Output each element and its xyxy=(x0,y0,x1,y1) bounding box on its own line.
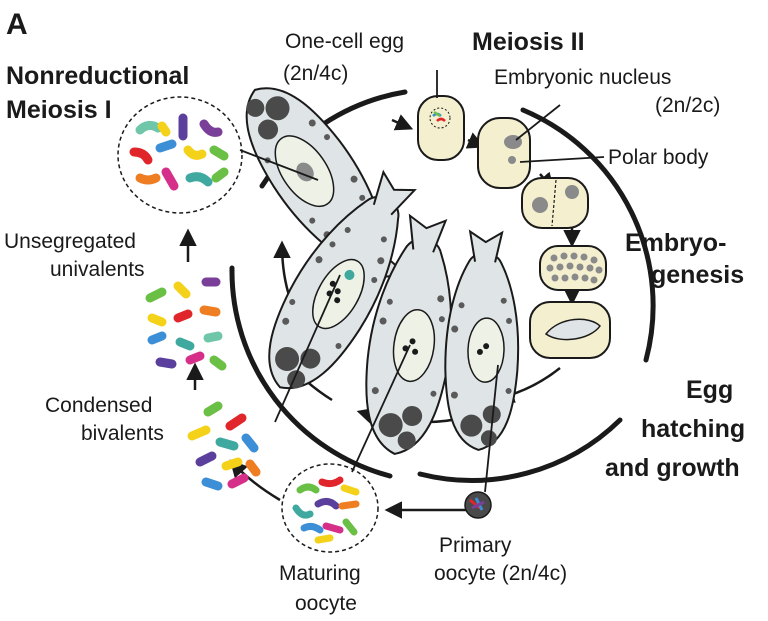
multicell-egg xyxy=(539,245,607,291)
two-cell-egg xyxy=(521,177,589,229)
meiosis-ii-egg xyxy=(477,117,531,189)
maturing-oocyte-cluster xyxy=(281,463,379,553)
label-condensed-bivalents-line2: bivalents xyxy=(81,422,164,445)
label-embryogenesis-line1: Embryo- xyxy=(625,229,726,257)
leader-lines xyxy=(239,70,605,493)
rotifer-juvenile xyxy=(444,229,520,451)
label-unsegregated-univalents-line1: Unsegregated xyxy=(4,230,136,253)
label-primary-oocyte-line2: oocyte (2n/4c) xyxy=(434,562,567,585)
label-meiosis-ii: Meiosis II xyxy=(472,28,585,56)
label-condensed-bivalents-line1: Condensed xyxy=(45,394,152,417)
embryo-egg xyxy=(529,301,611,359)
label-one-cell-egg-ploidy: (2n/4c) xyxy=(283,62,348,85)
primary-oocyte-cell xyxy=(464,491,492,519)
label-egg-hatching-line1: Egg xyxy=(686,376,733,404)
label-egg-hatching-line3: and growth xyxy=(605,454,740,482)
one-cell-egg xyxy=(417,95,465,161)
label-one-cell-egg: One-cell egg xyxy=(285,30,404,53)
label-embryogenesis-line2: genesis xyxy=(651,261,744,289)
rotifer-maturing xyxy=(268,169,417,390)
label-embryonic-nucleus: Embryonic nucleus xyxy=(494,66,671,89)
label-polar-body: Polar body xyxy=(608,146,709,169)
label-embryonic-nucleus-ploidy: (2n/2c) xyxy=(655,94,720,117)
label-nonreductional-line2: Meiosis I xyxy=(6,96,112,124)
label-nonreductional-line1: Nonreductional xyxy=(6,62,189,90)
label-maturing-oocyte-line2: oocyte xyxy=(295,592,357,615)
label-unsegregated-univalents-line2: univalents xyxy=(50,258,145,281)
label-primary-oocyte-line1: Primary xyxy=(439,534,512,557)
condensed-bivalents-cluster xyxy=(187,401,261,491)
label-egg-hatching-line2: hatching xyxy=(641,415,745,443)
label-maturing-oocyte-line1: Maturing xyxy=(279,562,361,585)
unsegregated-univalents-cluster xyxy=(145,277,227,371)
nonreductional-meiosis-cluster xyxy=(117,96,243,214)
panel-label: A xyxy=(6,8,28,41)
